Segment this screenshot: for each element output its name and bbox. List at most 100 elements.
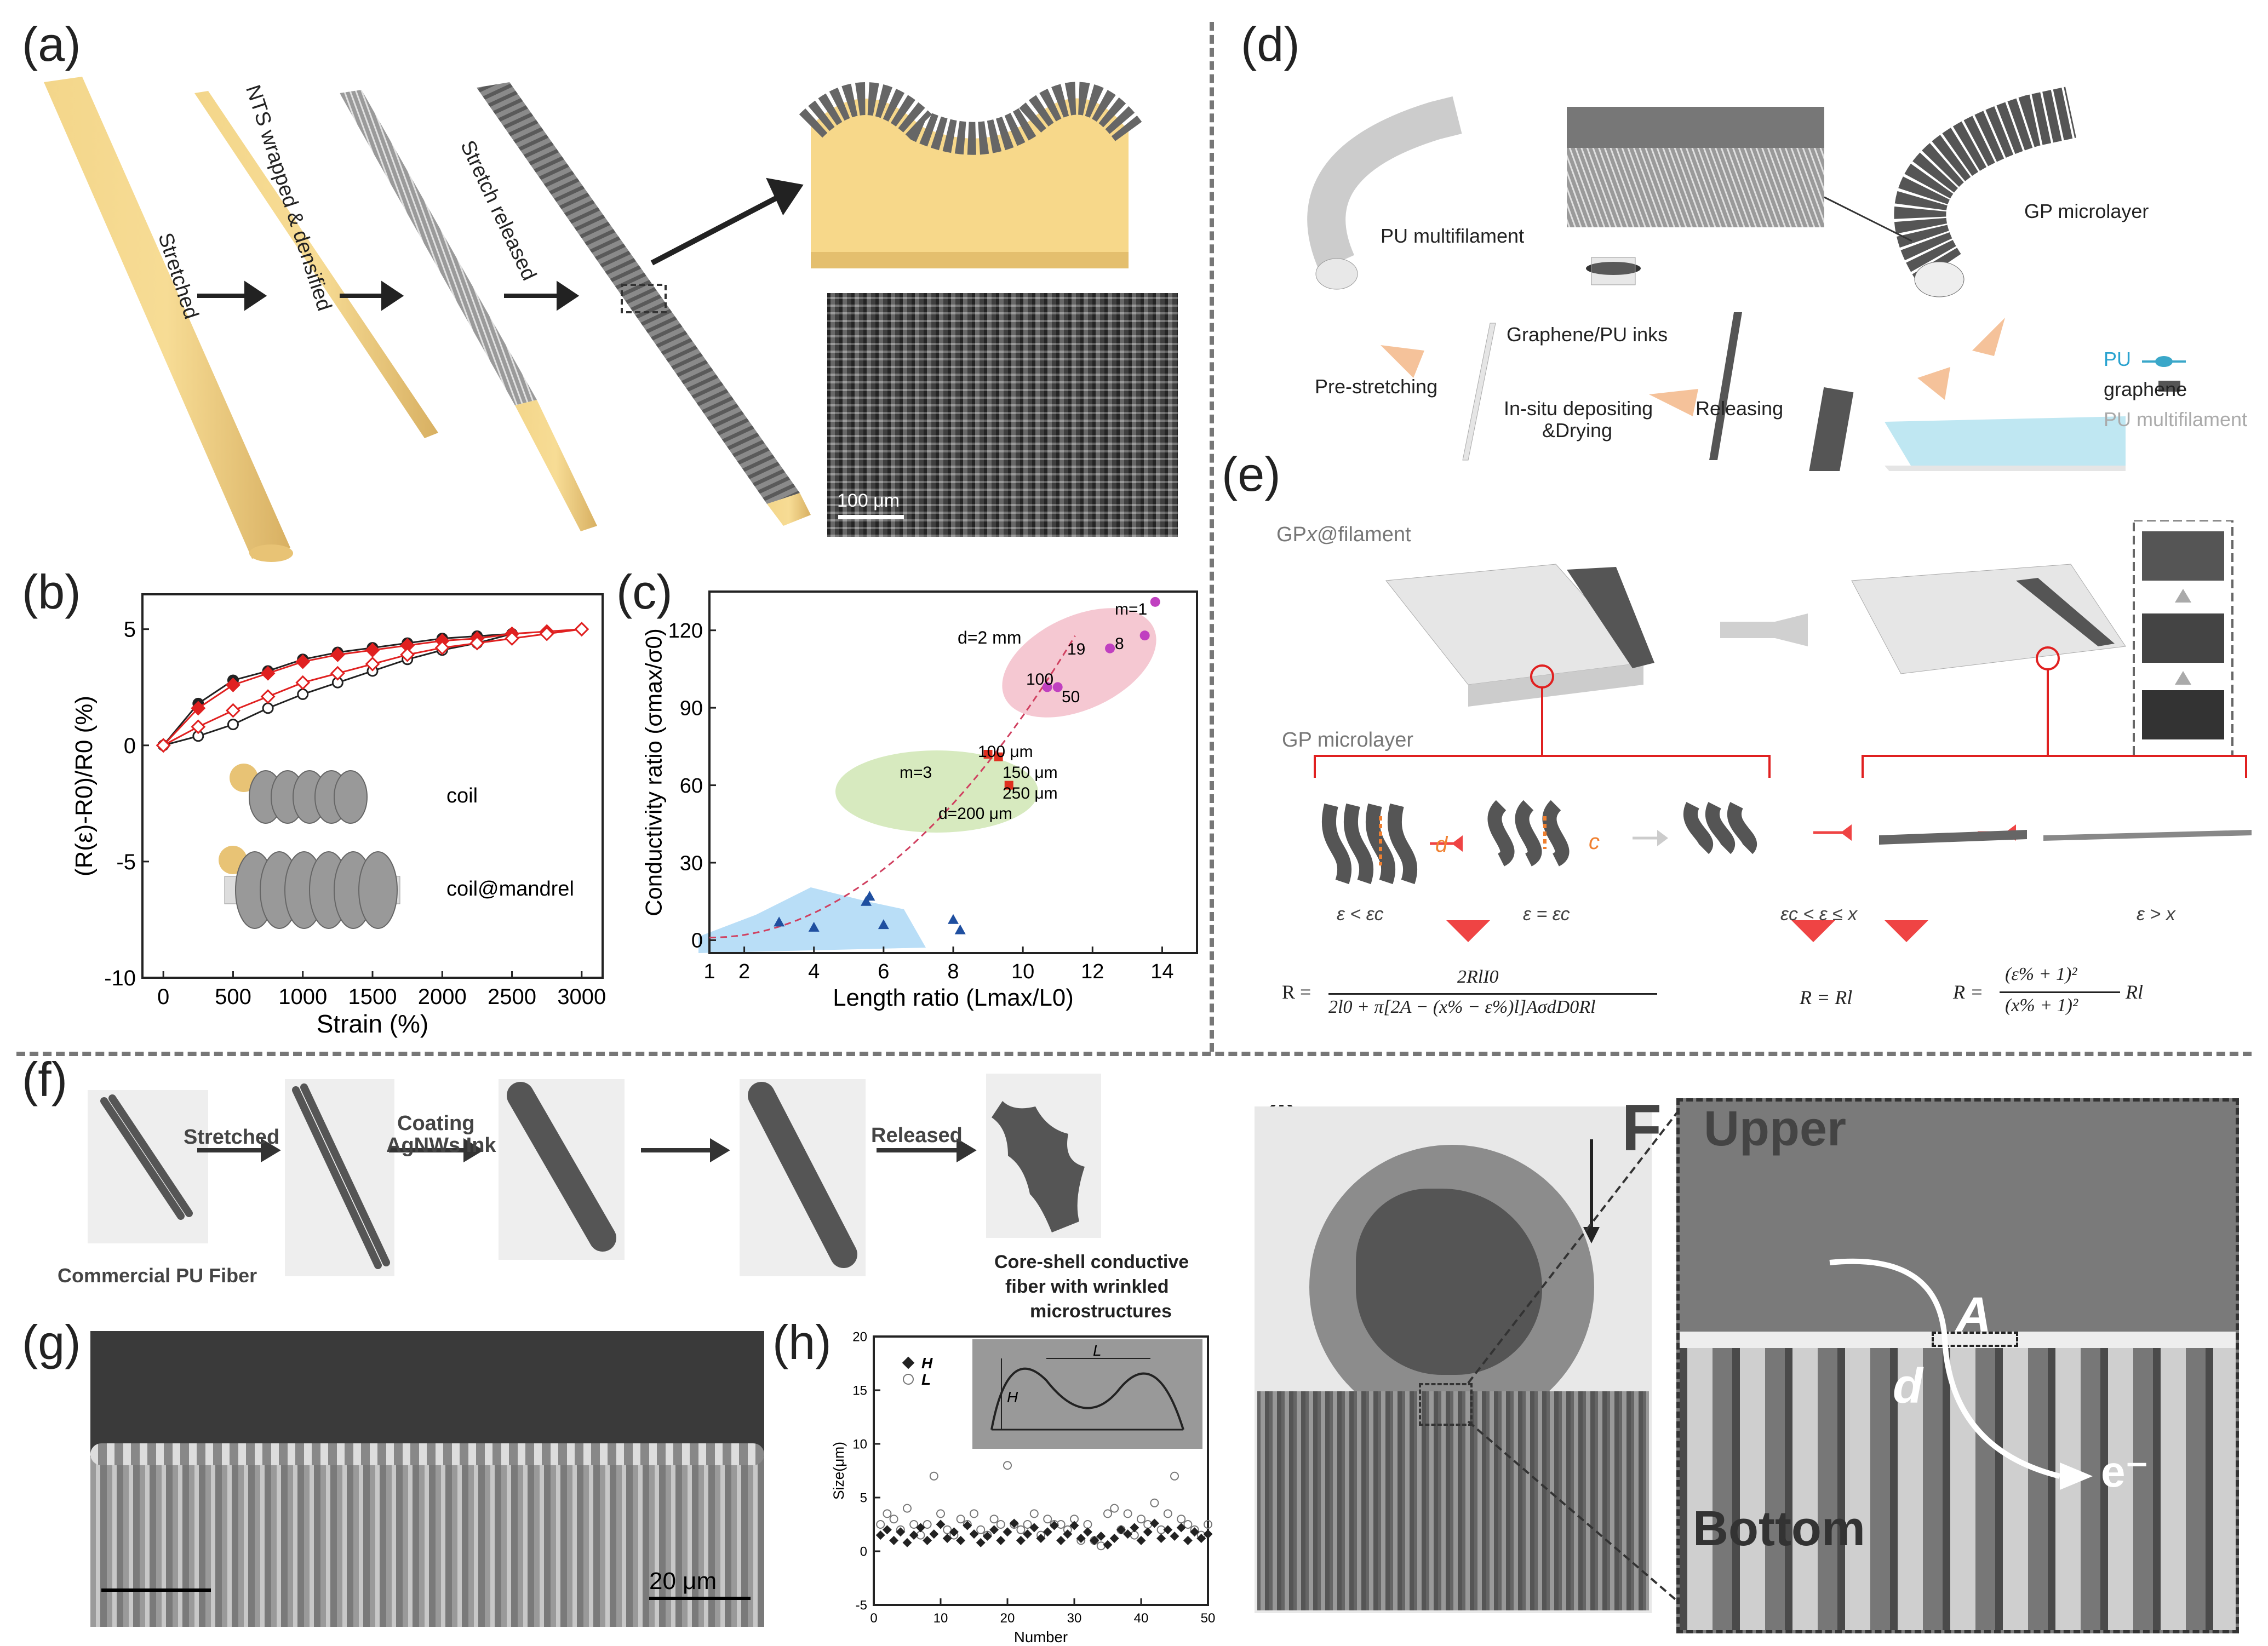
- x-tick-label: 10: [933, 1611, 948, 1626]
- double-arrow: [101, 1588, 211, 1592]
- data-point: [861, 896, 872, 906]
- label-a-i: A: [1956, 1288, 1991, 1343]
- annot-d2mm: d=2 mm: [958, 628, 1021, 647]
- data-point-l: [1043, 1515, 1052, 1524]
- y-tick-label: 30: [680, 852, 703, 875]
- y-tick-label: 10: [852, 1437, 867, 1452]
- data-point: [469, 635, 485, 651]
- data-point-h: [1109, 1533, 1119, 1543]
- data-point-l: [1163, 1509, 1172, 1518]
- label-core-shell-1: Core-shell conductive: [994, 1252, 1189, 1272]
- data-point: [297, 688, 309, 700]
- label-commercial-pu: Commercial PU Fiber: [58, 1264, 257, 1287]
- x-tick-label: 50: [1201, 1611, 1216, 1626]
- data-point: [330, 666, 345, 681]
- data-point-h: [1063, 1529, 1073, 1539]
- panel-a-illustration: [44, 77, 1142, 562]
- data-point-h: [923, 1535, 932, 1545]
- data-point-l: [883, 1509, 892, 1518]
- x-tick-label: 2: [738, 960, 750, 983]
- label-electron: e⁻: [2101, 1447, 2149, 1496]
- data-point: [434, 640, 450, 656]
- gp-coated-curve: [1894, 87, 2076, 283]
- x-tick-label: 14: [1150, 960, 1173, 983]
- x-tick-label: 30: [1067, 1611, 1082, 1626]
- flat-layer-2: [2043, 830, 2252, 841]
- data-point: [365, 643, 380, 658]
- stretched-fiber: [194, 91, 438, 438]
- data-point-l: [1137, 1515, 1146, 1524]
- data-point-l: [876, 1520, 885, 1529]
- data-point-h: [969, 1529, 979, 1539]
- data-point: [505, 631, 519, 646]
- data-point-l: [1130, 1530, 1139, 1540]
- y-tick-label: 5: [860, 1490, 867, 1505]
- data-point-l: [1150, 1498, 1159, 1507]
- data-point-h: [1090, 1535, 1099, 1545]
- data-point-l: [989, 1515, 999, 1524]
- data-point-l: [1183, 1520, 1193, 1529]
- inset-h: H: [1007, 1389, 1018, 1406]
- y-tick-label: 20: [852, 1331, 867, 1344]
- x-tick-label: 20: [1000, 1611, 1015, 1626]
- wrinkled-fiber: [992, 1101, 1085, 1232]
- data-point: [191, 701, 206, 716]
- data-point-h: [889, 1535, 899, 1545]
- data-point-l: [909, 1520, 919, 1529]
- x-tick-label: 1500: [348, 985, 397, 1009]
- data-point-l: [1029, 1509, 1039, 1518]
- annot-m3: m=3: [900, 764, 932, 782]
- y-tick-label: 0: [124, 734, 136, 758]
- panel-e-illustration: d c: [1314, 520, 2252, 942]
- y-axis-label: (R(ε)-R0)/R0 (%): [71, 696, 98, 876]
- data-point: [156, 738, 171, 753]
- x-axis-label: Strain (%): [317, 1010, 428, 1038]
- data-point-h: [875, 1530, 885, 1540]
- data-point-h: [902, 1538, 912, 1547]
- legend-pu-multifilament: PU multifilament: [2104, 408, 2248, 431]
- equation-2: R = Rl: [1800, 987, 1853, 1008]
- data-point-l: [1096, 1541, 1106, 1551]
- data-point: [330, 647, 345, 662]
- y-tick-label: 0: [691, 930, 703, 953]
- data-point-l: [956, 1515, 965, 1524]
- electron-path: [1829, 1258, 2093, 1490]
- data-point-h: [1029, 1523, 1039, 1533]
- label-releasing: Releasing: [1696, 397, 1784, 420]
- label-pre-stretching: Pre-stretching: [1315, 375, 1438, 398]
- annot-8: 8: [1115, 635, 1124, 653]
- data-point-h: [1176, 1523, 1186, 1533]
- data-point-h: [909, 1530, 919, 1540]
- x-tick-label: 3000: [557, 985, 606, 1009]
- data-point: [983, 750, 993, 759]
- panel-f-illustration: [88, 1074, 1101, 1276]
- data-point-l: [1003, 1461, 1012, 1470]
- x-tick-label: 12: [1081, 960, 1104, 983]
- y-axis-label: Conductivity ratio (σmax/σ0): [641, 628, 667, 916]
- horizontal-divider: [16, 1052, 2252, 1056]
- filament-block-right: [1851, 564, 2126, 674]
- panel-label-d: (d): [1241, 17, 1300, 71]
- data-point: [954, 924, 966, 934]
- data-point-l: [1110, 1504, 1119, 1513]
- data-point: [878, 919, 889, 930]
- data-point: [774, 916, 785, 927]
- data-point: [226, 678, 240, 692]
- data-point-h: [1056, 1535, 1066, 1545]
- sem-image-g: 20 μm: [90, 1331, 764, 1627]
- wrapped-fiber: [340, 90, 537, 405]
- x-tick-label: 0: [157, 985, 169, 1009]
- legend-pu: PU: [2104, 348, 2132, 370]
- flat-layer-1: [1879, 830, 2027, 845]
- contact-box: [1932, 1332, 2018, 1347]
- x-tick-label: 4: [808, 960, 820, 983]
- region-green: [835, 750, 1038, 833]
- data-point-l: [929, 1471, 938, 1481]
- data-point: [994, 752, 1003, 761]
- data-point-l: [923, 1520, 932, 1529]
- scale-label-g: 20 μm: [649, 1568, 717, 1595]
- data-point-h: [1130, 1523, 1139, 1533]
- label-core-shell-2: fiber with wrinkled: [1005, 1276, 1169, 1297]
